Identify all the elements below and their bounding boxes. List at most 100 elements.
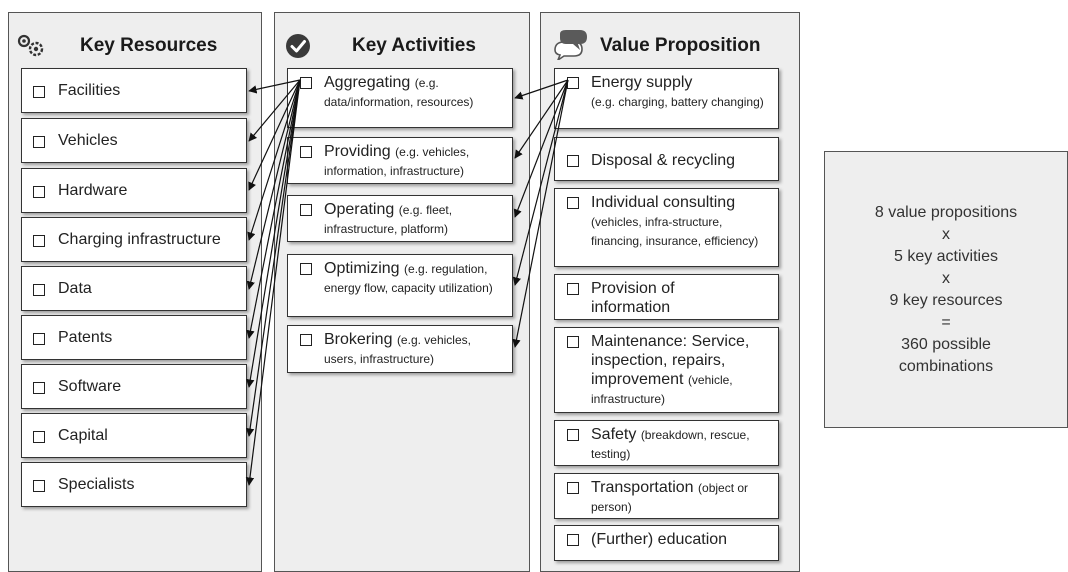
checkbox-icon — [300, 77, 312, 89]
value-text: Maintenance: Service, inspection, repair… — [591, 332, 772, 408]
summary-line: 9 key resources — [889, 291, 1003, 309]
activity-item-aggregating: Aggregating (e.g. data/information, reso… — [287, 68, 513, 128]
checkmark-circle-icon — [284, 32, 312, 65]
checkbox-icon — [567, 197, 579, 209]
checkbox-icon — [33, 235, 45, 247]
checkbox-icon — [33, 86, 45, 98]
checkbox-icon — [300, 204, 312, 216]
value-item-disposal-recycling: Disposal & recycling — [554, 137, 779, 181]
checkbox-icon — [33, 186, 45, 198]
activity-detail: (e.g. regulation, energy flow, capacity … — [324, 262, 493, 295]
checkbox-icon — [567, 534, 579, 546]
value-main: (Further) education — [591, 531, 728, 548]
resource-item-capital: Capital — [21, 413, 247, 458]
summary-line: = — [941, 313, 951, 331]
activity-text: Operating (e.g. fleet, infrastructure, p… — [324, 200, 506, 238]
value-detail: (breakdown, rescue, testing) — [591, 428, 750, 461]
summary-line: x — [942, 225, 950, 243]
resource-item-facilities: Facilities — [21, 68, 247, 113]
resource-label: Facilities — [58, 82, 121, 99]
activity-item-brokering: Brokering (e.g. vehicles, users, infrast… — [287, 325, 513, 373]
value-main: Disposal & recycling — [591, 152, 736, 169]
summary-line: 360 possible — [901, 335, 991, 353]
resource-item-vehicles: Vehicles — [21, 118, 247, 163]
value-item-individual-consulting: Individual consulting (vehicles, infra-st… — [554, 188, 779, 267]
key-activities-title: Key Activities — [352, 35, 476, 56]
activity-item-providing: Providing (e.g. vehicles, information, i… — [287, 137, 513, 184]
activity-text: Optimizing (e.g. regulation, energy flow… — [324, 259, 506, 297]
value-main: Individual consulting — [591, 194, 736, 211]
checkbox-icon — [567, 429, 579, 441]
resource-label: Software — [58, 378, 122, 395]
value-text: Provision of information — [591, 279, 728, 317]
value-text: Disposal & recycling — [591, 151, 772, 170]
activity-text: Providing (e.g. vehicles, information, i… — [324, 142, 506, 180]
value-item-energy-supply: Energy supply (e.g. charging, battery cha… — [554, 68, 779, 129]
checkbox-icon — [33, 431, 45, 443]
activity-detail: (e.g. vehicles, users, infrastructure) — [324, 333, 471, 366]
value-main: Transportation — [591, 479, 694, 496]
checkbox-icon — [567, 155, 579, 167]
resource-item-patents: Patents — [21, 315, 247, 360]
value-main: Maintenance: Service, inspection, repair… — [591, 333, 750, 388]
value-item-provision-of-information: Provision of information — [554, 274, 779, 320]
value-text: Safety (breakdown, rescue, testing) — [591, 425, 772, 463]
activity-text: Brokering (e.g. vehicles, users, infrast… — [324, 330, 506, 368]
summary-line: 5 key activities — [893, 247, 999, 265]
value-text: Transportation (object or person) — [591, 478, 772, 516]
activity-main: Aggregating — [324, 74, 411, 91]
checkbox-icon — [33, 382, 45, 394]
checkbox-icon — [567, 283, 579, 295]
value-text: Energy supply (e.g. charging, battery cha… — [591, 73, 772, 111]
value-item-maintenance: Maintenance: Service, inspection, repair… — [554, 327, 779, 413]
activity-detail: (e.g. data/information, resources) — [324, 76, 474, 109]
checkbox-icon — [33, 333, 45, 345]
resource-label: Capital — [58, 427, 108, 444]
checkbox-icon — [300, 146, 312, 158]
value-detail: (e.g. charging, battery changing) — [591, 95, 764, 109]
checkbox-icon — [567, 336, 579, 348]
activity-main: Brokering — [324, 331, 393, 348]
value-detail: (object or person) — [591, 481, 749, 514]
resource-item-data: Data — [21, 266, 247, 311]
value-main: Energy supply — [591, 74, 693, 91]
gears-icon — [16, 34, 48, 63]
value-detail: (vehicle, infrastructure) — [591, 373, 733, 406]
value-text: (Further) education — [591, 530, 772, 549]
checkbox-icon — [33, 284, 45, 296]
value-main: Provision of information — [591, 280, 675, 316]
resource-label: Vehicles — [58, 132, 118, 149]
resource-label: Charging infrastructure — [58, 231, 221, 248]
value-detail: (vehicles, infra-structure, financing, i… — [591, 215, 759, 248]
summary-line: 8 value propositions — [874, 203, 1018, 221]
checkbox-icon — [567, 77, 579, 89]
resource-label: Patents — [58, 329, 113, 346]
activity-main: Optimizing — [324, 260, 400, 277]
key-resources-title: Key Resources — [80, 35, 218, 56]
combinations-summary: 8 value propositions x 5 key activities … — [824, 151, 1068, 428]
resource-label: Data — [58, 280, 92, 297]
activity-main: Providing — [324, 143, 391, 160]
value-item-transportation: Transportation (object or person) — [554, 473, 779, 519]
resource-item-specialists: Specialists — [21, 462, 247, 507]
resource-item-software: Software — [21, 364, 247, 409]
value-proposition-title: Value Proposition — [600, 35, 761, 56]
speech-bubbles-icon — [552, 30, 588, 65]
activity-item-operating: Operating (e.g. fleet, infrastructure, p… — [287, 195, 513, 242]
activity-detail: (e.g. fleet, infrastructure, platform) — [324, 203, 453, 236]
checkbox-icon — [33, 480, 45, 492]
activity-main: Operating — [324, 201, 395, 218]
checkbox-icon — [300, 334, 312, 346]
resource-label: Hardware — [58, 182, 128, 199]
value-item-further-education: (Further) education — [554, 525, 779, 561]
summary-line: combinations — [898, 357, 994, 375]
resource-label: Specialists — [58, 476, 135, 493]
activity-item-optimizing: Optimizing (e.g. regulation, energy flow… — [287, 254, 513, 317]
value-text: Individual consulting (vehicles, infra-st… — [591, 193, 772, 250]
value-item-safety: Safety (breakdown, rescue, testing) — [554, 420, 779, 466]
value-main: Safety — [591, 426, 637, 443]
activity-detail: (e.g. vehicles, information, infrastruct… — [324, 145, 470, 178]
resource-item-hardware: Hardware — [21, 168, 247, 213]
checkbox-icon — [300, 263, 312, 275]
summary-line: x — [942, 269, 950, 287]
